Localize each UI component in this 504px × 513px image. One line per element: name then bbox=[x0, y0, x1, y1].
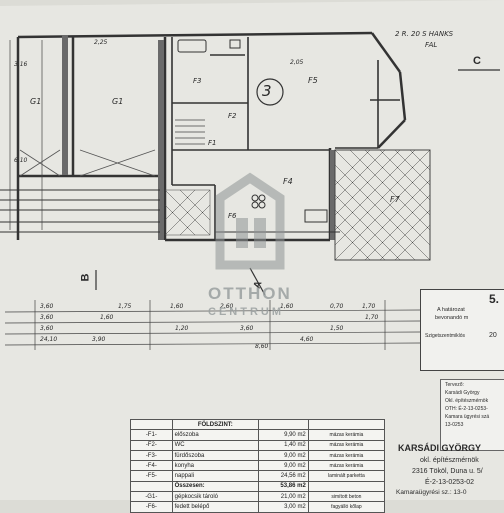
architect-name: KARSÁDI GYÖRGY bbox=[398, 443, 482, 453]
room-label-f7: F7 bbox=[390, 195, 400, 204]
dim-r2-2: 1,60 bbox=[100, 314, 114, 321]
dim-r2-6: 1,70 bbox=[365, 314, 379, 321]
dim-r2-4: 3,60 bbox=[240, 325, 254, 332]
table-row: -G1- gépkocsik tároló 21,00 m2 simított … bbox=[130, 491, 386, 503]
stamp-line-2: bevonandó m bbox=[435, 315, 469, 321]
architect-reg: É-2-13-0253-02 bbox=[425, 479, 475, 486]
architect-address: 2316 Tököl, Duna u. 5/ bbox=[412, 468, 483, 475]
watermark-text-2: CENTRUM bbox=[208, 306, 284, 318]
dim-left-mid: 6,10 bbox=[14, 157, 28, 164]
dim-r1-4: 2,60 bbox=[220, 303, 234, 310]
dim-r1-5: 1,60 bbox=[280, 303, 294, 310]
room-label-g1-left: G1 bbox=[30, 97, 42, 106]
dim-top-mid: 2,25 bbox=[94, 39, 108, 46]
dim-r2-3: 1,20 bbox=[175, 325, 189, 332]
room-label-f6: F6 bbox=[228, 212, 237, 220]
room-label-f4: F4 bbox=[283, 177, 293, 186]
dim-r3-3: 4,60 bbox=[300, 336, 314, 343]
section-marker-c: C bbox=[473, 55, 481, 67]
dim-r2-5: 1,50 bbox=[330, 325, 344, 332]
dim-r4-2: 8,60 bbox=[255, 343, 269, 350]
approval-stamp: 5. A határozat bevonandó m Szigetszentmi… bbox=[420, 289, 504, 371]
plan-note-1: 2 R. 20 S HANKS bbox=[395, 30, 454, 38]
dim-r1-7: 1,70 bbox=[362, 303, 376, 310]
table-row-total: Összesen: 53,86 m2 bbox=[130, 480, 386, 493]
dim-r2-1: 3,60 bbox=[40, 314, 54, 321]
room-label-f5: F5 bbox=[308, 76, 318, 85]
room-number: 3 bbox=[262, 82, 272, 100]
watermark-text-1: OTTHON bbox=[208, 284, 292, 303]
room-label-f1: F1 bbox=[208, 139, 217, 147]
table-row: -F6- fedett belépő 3,00 m2 fagyálló kőla… bbox=[130, 501, 386, 513]
table-row: -F5- nappali 24,56 m2 laminált parketta bbox=[130, 470, 386, 482]
dim-r1-2: 1,75 bbox=[118, 303, 132, 310]
floor-plan-drawing bbox=[0, 0, 504, 500]
stamp-line-1: A határozat bbox=[437, 307, 465, 313]
table-row: -F4- konyha 9,00 m2 mázas kerámia bbox=[130, 460, 386, 472]
architect-chamber: Kamaraügyrési sz.: 13-0 bbox=[396, 489, 467, 496]
dim-r1-3: 1,60 bbox=[170, 303, 184, 310]
room-label-f2: F2 bbox=[228, 112, 237, 120]
dim-top-right: 2,05 bbox=[290, 59, 304, 66]
room-label-f3: F3 bbox=[193, 77, 202, 85]
stamp-line-3: Szigetszentmiklós bbox=[425, 333, 466, 339]
dim-r3-1: 3,60 bbox=[40, 325, 54, 332]
table-row: -F1- előszoba 9,90 m2 mázas kerámia bbox=[130, 429, 386, 441]
dim-r3-2: 3,90 bbox=[92, 336, 106, 343]
dim-r1-6: 0,70 bbox=[330, 303, 344, 310]
watermark-logo bbox=[215, 172, 285, 270]
table-row: -F2- WC 1,40 m2 mázas kerámia bbox=[130, 439, 386, 451]
section-marker-b: B bbox=[79, 273, 92, 282]
dim-left-top: 3,16 bbox=[14, 61, 28, 68]
designer-title-block: Tervező: Karsádi György Okl. építészmérn… bbox=[440, 379, 504, 451]
stamp-line-4: 20 bbox=[489, 332, 497, 339]
plan-note-2: FAL bbox=[425, 41, 438, 49]
stamp-scale: 5. bbox=[489, 292, 500, 306]
dim-r1-1: 3,60 bbox=[40, 303, 54, 310]
room-schedule-table: FÖLDSZINT: -F1- előszoba 9,90 m2 mázas k… bbox=[130, 418, 386, 513]
architect-title: okl. építészmérnök bbox=[420, 457, 479, 464]
room-label-g1-right: G1 bbox=[112, 97, 124, 106]
room-schedule-title: FÖLDSZINT: bbox=[171, 418, 260, 431]
dim-r4-1: 24,10 bbox=[40, 336, 58, 343]
table-row: -F3- fürdőszoba 9,00 m2 mázas kerámia bbox=[130, 449, 386, 462]
